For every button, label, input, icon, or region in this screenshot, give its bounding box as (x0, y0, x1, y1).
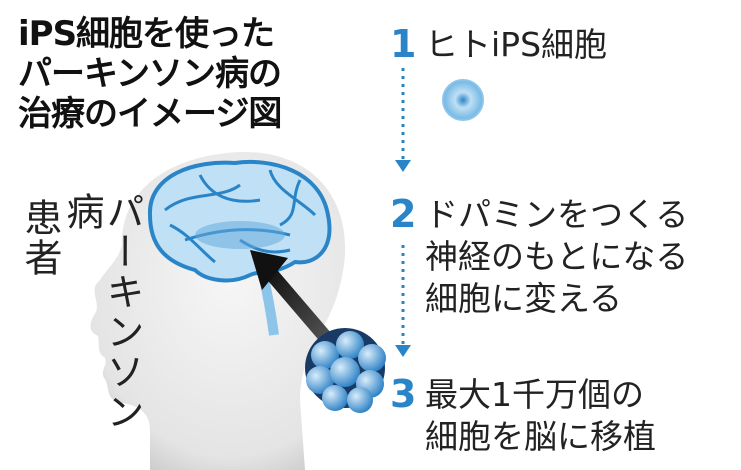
transplant-arrowhead (250, 250, 288, 290)
step-line: 最大1千万個の (425, 375, 644, 414)
title-line: 治療のイメージ図 (18, 94, 282, 134)
diagram-title: iPS細胞を使った パーキンソン病の 治療のイメージ図 (18, 14, 282, 134)
step-line: 神経のもとになる (425, 237, 689, 276)
step-line: ヒトiPS細胞 (425, 25, 608, 64)
title-line: iPS細胞を使った (18, 14, 275, 54)
cell-cluster (305, 328, 386, 413)
patient-label-disease: パーキンソン病 (60, 192, 144, 432)
dotted-arrow-1-head (395, 160, 411, 172)
step-2-number: 2 (390, 192, 417, 236)
step-line: ドパミンをつくる (425, 195, 689, 234)
step-line: 細胞を脳に移植 (425, 417, 656, 456)
step-3-text: 最大1千万個の 細胞を脳に移植 (425, 374, 656, 458)
step-3-number: 3 (390, 372, 417, 416)
title-line: パーキンソン病の (18, 54, 282, 94)
step-1-text: ヒトiPS細胞 (425, 24, 607, 66)
step-line: 細胞に変える (425, 279, 623, 318)
ips-cell (442, 79, 484, 121)
step-2-text: ドパミンをつくる 神経のもとになる 細胞に変える (425, 194, 688, 320)
brain-target-area (195, 221, 285, 249)
patient-label-patient: 患者 (18, 198, 62, 278)
step-1-number: 1 (390, 22, 417, 66)
dotted-arrow-2-head (395, 345, 411, 357)
